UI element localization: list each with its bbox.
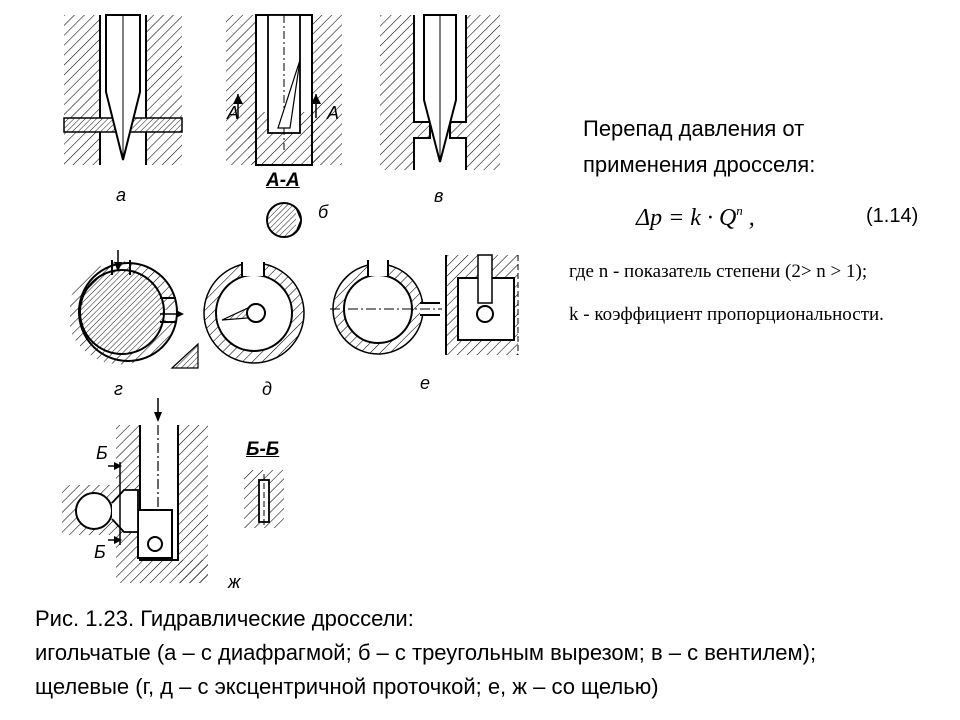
section-label-bb: Б-Б [246, 439, 280, 460]
figure-b [226, 14, 342, 238]
formula-exponent: n [736, 203, 743, 218]
mark-a-left: А [227, 103, 240, 123]
figure-zh [62, 398, 284, 583]
formula-lhs: Δp [636, 205, 663, 231]
figure-g [70, 250, 199, 369]
formula: Δp = k · Qn , [636, 204, 755, 230]
formula-rhs: = k · Q [662, 205, 737, 231]
mark-b-top: Б [96, 443, 108, 463]
label-b: б [318, 202, 329, 222]
caption-line-1: Рис. 1.23. Гидравлические дроссели: [35, 606, 414, 631]
figure-v [380, 14, 500, 170]
caption-line-2: игольчатые (а – с диафрагмой; б – с треу… [35, 640, 817, 665]
legend-k: k - коэффициент пропорциональности. [569, 304, 884, 325]
equation-number: (1.14) [866, 205, 919, 227]
figure-d [203, 262, 305, 364]
mark-b-bottom: Б [94, 542, 106, 562]
label-v: в [434, 186, 444, 206]
heading-line-2: применения дросселя: [583, 152, 816, 177]
label-d: д [262, 379, 272, 399]
label-zh: ж [228, 572, 241, 592]
label-g: г [114, 379, 123, 399]
mark-a-right: А [327, 103, 340, 123]
figure-e [330, 254, 519, 355]
caption-line-3: щелевые (г, д – с эксцентричной проточко… [35, 674, 659, 699]
section-label-aa: А-А [266, 170, 300, 191]
formula-tail: , [742, 205, 755, 231]
figure-a [63, 14, 183, 165]
legend-n: где n - показатель степени (2> n > 1); [569, 261, 868, 282]
label-e: е [420, 373, 431, 393]
heading-line-1: Перепад давления от [583, 116, 805, 141]
label-a: а [116, 185, 127, 205]
